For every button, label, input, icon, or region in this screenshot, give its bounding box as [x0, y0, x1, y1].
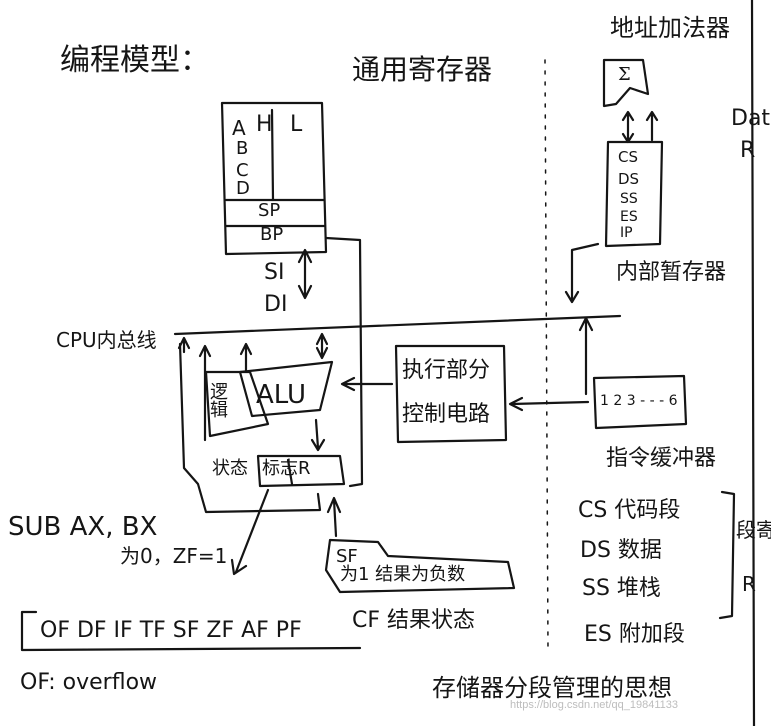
- si-di-arrow: [297, 248, 313, 300]
- segment-side-r: R: [742, 572, 756, 596]
- queue-to-exec-arrow: [508, 396, 590, 412]
- alu-bus-arrow: [315, 332, 329, 360]
- sf-note: SF: [336, 546, 358, 567]
- register-di: DI: [264, 292, 288, 317]
- flags-bracket: [20, 610, 362, 652]
- left-loop: [178, 342, 322, 514]
- segment-es-extra: ES 附加段: [584, 622, 685, 647]
- left-bus-arrow: [177, 336, 191, 354]
- queue-up-arrow: [578, 316, 594, 396]
- data-r-label: R: [740, 138, 756, 163]
- watermark: https://blog.csdn.net/qq_19841133: [510, 699, 678, 711]
- segment-ds: DS: [618, 170, 640, 188]
- adder-arrow-1: [621, 110, 635, 144]
- cf-result-status: CF 结果状态: [352, 608, 476, 633]
- of-overflow-note: OF: overflow: [20, 670, 158, 695]
- logic-label: 逻辑: [207, 382, 228, 418]
- exec-box: [394, 344, 508, 444]
- register-h: H: [256, 112, 273, 137]
- sf-bubble: [324, 538, 516, 594]
- register-l: L: [290, 112, 303, 137]
- segment-bracket: [718, 490, 736, 620]
- exec-unit-label: 执行部分: [402, 358, 491, 383]
- alu-down-arrow: [310, 418, 326, 452]
- register-box: [220, 101, 328, 256]
- alu-label: ALU: [256, 380, 307, 410]
- logic-box-arrow: [198, 344, 212, 442]
- flag-list: OF DF IF TF SF ZF AF PF: [40, 618, 302, 643]
- register-divider: [270, 108, 275, 202]
- segment-ip: IP: [620, 225, 633, 241]
- segment-management-idea: 存储器分段管理的思想: [432, 674, 672, 702]
- dotted-separator: [544, 59, 549, 651]
- register-d: D: [236, 178, 250, 199]
- register-sp: SP: [258, 200, 281, 221]
- register-bp: BP: [260, 224, 284, 245]
- internal-register-label: 内部暂存器: [616, 260, 727, 285]
- alu-shape: [238, 360, 334, 418]
- cpu-bus-line: [173, 314, 622, 336]
- segment-es: ES: [620, 209, 638, 225]
- sf-arrow: [326, 496, 342, 538]
- cpu-bus-label: CPU内总线: [56, 328, 157, 352]
- internal-reg-arrow: [564, 242, 600, 304]
- segment-ss: SS: [620, 191, 638, 207]
- register-to-bus-path: [324, 236, 364, 488]
- flag-register-label: 标志R: [262, 458, 311, 479]
- data-label: Data: [731, 106, 771, 131]
- alu-logic-box: [204, 370, 270, 438]
- segment-register-box: [604, 140, 664, 248]
- alu-up-arrow: [239, 342, 253, 372]
- status-label: 状态: [212, 458, 248, 479]
- right-edge-line: [750, 0, 756, 726]
- register-a: A: [232, 116, 246, 140]
- instruction-queue-label: 指令缓冲器: [606, 446, 717, 471]
- register-b: B: [236, 138, 249, 159]
- general-registers-title: 通用寄存器: [352, 53, 493, 86]
- queue-box: [592, 374, 688, 430]
- queue-contents: 1 2 3 - - - 6: [600, 393, 678, 409]
- address-adder-shape: [602, 58, 650, 108]
- sf-negative-note: 为1 结果为负数: [340, 564, 466, 585]
- flag-down-arrow: [230, 488, 270, 576]
- control-circuit-label: 控制电路: [402, 402, 491, 427]
- segment-side-label: 段寄: [736, 518, 771, 542]
- adder-arrow-2: [645, 110, 659, 142]
- zf-note: 为0，ZF=1: [120, 544, 228, 568]
- sub-instruction: SUB AX, BX: [8, 512, 158, 542]
- flag-reg-box: [256, 454, 346, 488]
- segment-ss-stack: SS 堆栈: [582, 576, 661, 601]
- register-c: C: [236, 160, 249, 181]
- address-adder-label: 地址加法器: [610, 14, 730, 42]
- segment-cs-code: CS 代码段: [578, 498, 681, 523]
- segment-cs: CS: [618, 148, 638, 166]
- segment-ds-data: DS 数据: [580, 538, 662, 563]
- sigma-symbol: Σ: [618, 64, 631, 85]
- exec-to-alu-arrow: [340, 376, 394, 392]
- register-si: SI: [264, 260, 285, 285]
- programming-model-title: 编程模型：: [60, 43, 210, 78]
- flag-divider: [286, 458, 294, 486]
